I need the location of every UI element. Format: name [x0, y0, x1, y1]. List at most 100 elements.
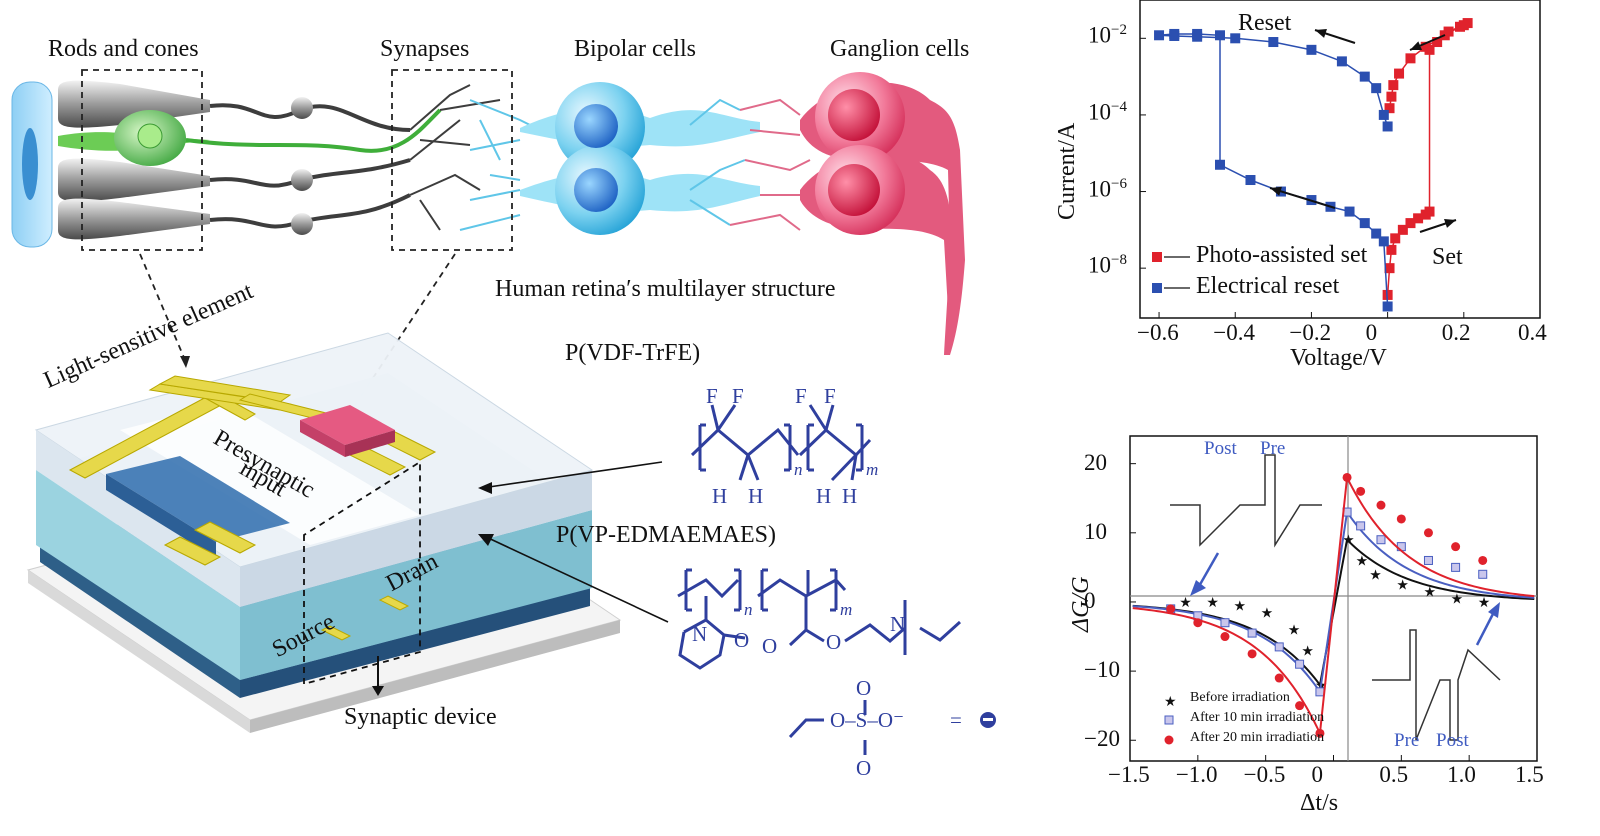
stdp-xtick: −0.5 — [1243, 762, 1286, 787]
xlabel-voltage: Voltage/V — [1290, 345, 1387, 371]
atom-f: F — [795, 384, 807, 408]
iv-point — [1386, 244, 1397, 255]
chart-iv — [1139, 0, 1541, 319]
iv-point — [1359, 71, 1370, 82]
stdp-point — [1396, 514, 1406, 524]
iv-point — [1386, 91, 1397, 102]
iv-point — [1306, 44, 1317, 55]
stdp-annotation-pre: Pre — [1260, 438, 1286, 459]
stdp-xtick: 0.5 — [1379, 762, 1409, 787]
stdp-point — [1376, 535, 1386, 545]
iv-point — [1378, 109, 1389, 120]
stdp-point: ★ — [1179, 596, 1192, 611]
label-pvp: P(VP-EDMAEMAES) — [556, 522, 777, 548]
atom-o: O — [856, 676, 872, 700]
atom-o: O — [856, 756, 872, 780]
iv-point — [1384, 263, 1395, 274]
annotation-reset: Reset — [1238, 10, 1292, 36]
stdp-point: ★ — [1234, 599, 1247, 614]
iv-point — [1413, 213, 1424, 224]
iv-point — [1405, 218, 1416, 229]
bipolar-cells — [520, 82, 760, 235]
iv-point — [1382, 121, 1393, 132]
atom-n-plus: N — [890, 612, 906, 636]
stdp-ytick: 0 — [1084, 587, 1096, 613]
iv-point — [1344, 206, 1355, 217]
label-ganglion: Ganglion cells — [830, 36, 970, 62]
stdp-fit-curve — [1132, 604, 1321, 686]
stdp-point — [1451, 542, 1461, 552]
pvdf-structure — [690, 404, 872, 482]
stdp-point — [1423, 555, 1433, 565]
legend-marker: ★ — [1164, 695, 1177, 710]
stdp-point: ★ — [1396, 579, 1409, 594]
iv-xtick: 0.2 — [1441, 320, 1471, 345]
stdp-xtick: −1.0 — [1175, 762, 1218, 787]
pulse-inset-top — [1170, 454, 1322, 548]
iv-point — [1405, 53, 1416, 64]
stdp-fit-curve — [1346, 511, 1535, 599]
iv-point — [1388, 80, 1399, 91]
label-pvdf: P(VDF-TrFE) — [565, 340, 701, 366]
label-rods-cones: Rods and cones — [48, 36, 199, 62]
stdp-point — [1295, 701, 1305, 711]
stdp-point — [1315, 687, 1325, 697]
iv-point — [1154, 30, 1165, 41]
atom-h: H — [816, 484, 832, 508]
stdp-point — [1356, 521, 1366, 531]
label-bipolar: Bipolar cells — [574, 36, 696, 62]
stdp-ytick: 20 — [1084, 449, 1107, 475]
legend-marker — [1152, 283, 1162, 293]
subscript-n: n — [794, 460, 803, 479]
iv-point — [1336, 56, 1347, 67]
stdp-point — [1478, 555, 1488, 565]
iv-point — [1192, 31, 1203, 42]
annotation-set: Set — [1432, 244, 1463, 270]
stdp-point: ★ — [1356, 554, 1369, 569]
stdp-point: ★ — [1261, 606, 1274, 621]
legend-before: Before irradiation — [1190, 690, 1290, 705]
stdp-fit-curve — [1346, 477, 1535, 598]
synapse-branches — [409, 84, 501, 231]
iv-xtick: −0.6 — [1137, 320, 1179, 345]
retina-caption: Human retina′s multilayer structure — [495, 276, 836, 302]
stdp-point — [1274, 642, 1284, 652]
stdp-point: ★ — [1478, 596, 1491, 611]
iv-point — [1397, 224, 1408, 235]
ganglion-cells — [800, 72, 965, 355]
atom-f: F — [706, 384, 718, 408]
sulfonate: O–S–O⁻ — [830, 708, 905, 732]
atom-o: O — [734, 628, 750, 652]
atom-h: H — [712, 484, 728, 508]
device-caption: Synaptic device — [344, 704, 497, 730]
iv-point — [1432, 37, 1443, 48]
iv-point — [1371, 83, 1382, 94]
iv-point — [1268, 37, 1279, 48]
iv-xtick: 0 — [1365, 320, 1378, 345]
stdp-annotation-post: Post — [1436, 730, 1469, 751]
stdp-fit-curve — [1346, 539, 1535, 601]
atom-f: F — [824, 384, 836, 408]
pvp-edmaemaes-structure — [677, 568, 962, 755]
stdp-point — [1376, 500, 1386, 510]
iv-ytick: 10−8 — [1088, 252, 1127, 278]
stdp-point: ★ — [1369, 568, 1382, 583]
stdp-point — [1423, 528, 1433, 538]
stdp-point — [1247, 628, 1257, 638]
stdp-annotation-post: Post — [1204, 438, 1237, 459]
stdp-point: ★ — [1206, 596, 1219, 611]
iv-point — [1371, 228, 1382, 239]
subscript-m: m — [866, 460, 879, 479]
iv-point — [1215, 159, 1225, 170]
synaptic-device — [26, 332, 622, 733]
pulse-inset-bottom — [1372, 629, 1501, 741]
iv-point — [1420, 41, 1431, 52]
iv-ytick: 10−4 — [1088, 98, 1127, 125]
iv-point — [1378, 236, 1389, 247]
stdp-point: ★ — [1288, 624, 1301, 639]
iv-xtick: −0.2 — [1289, 320, 1332, 345]
stdp-xtick: 0 — [1311, 762, 1324, 787]
stdp-point — [1342, 472, 1352, 482]
stdp-point — [1220, 618, 1230, 628]
stdp-point: ★ — [1451, 593, 1464, 608]
